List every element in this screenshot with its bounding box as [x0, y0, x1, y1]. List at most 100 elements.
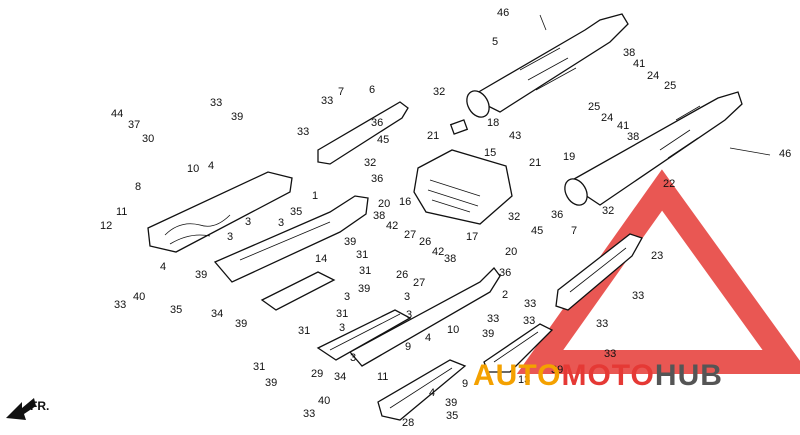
callout-3: 3: [245, 216, 251, 228]
callout-37: 37: [128, 119, 140, 131]
callout-40: 40: [318, 395, 330, 407]
callout-24: 24: [601, 112, 613, 124]
callout-32: 32: [508, 211, 520, 223]
callout-24: 24: [647, 70, 659, 82]
heat-shield-right: [483, 233, 643, 373]
callout-22: 22: [663, 178, 675, 190]
callout-41: 41: [617, 120, 629, 132]
callout-3: 3: [350, 352, 356, 364]
callout-33: 33: [321, 95, 333, 107]
callout-6: 6: [369, 84, 375, 96]
svg-text:AUTOMOTOHUB: AUTOMOTOHUB: [473, 359, 723, 392]
heat-shield-lower: [316, 309, 467, 421]
callout-13: 13: [518, 374, 530, 386]
callout-28: 28: [402, 417, 414, 429]
watermark-word-moto: MOTO: [561, 359, 654, 392]
callout-17: 17: [466, 231, 478, 243]
callout-9: 9: [405, 341, 411, 353]
callout-25: 25: [664, 80, 676, 92]
callout-12: 12: [100, 220, 112, 232]
callout-44: 44: [111, 108, 123, 120]
callout-42: 42: [432, 246, 444, 258]
callout-18: 18: [487, 117, 499, 129]
callout-3: 3: [344, 291, 350, 303]
callout-45: 45: [531, 225, 543, 237]
callout-3: 3: [404, 291, 410, 303]
callout-39: 39: [551, 364, 563, 376]
callout-33: 33: [632, 290, 644, 302]
muffler-upper: [466, 13, 629, 118]
callout-39: 39: [235, 318, 247, 330]
callout-1: 1: [312, 190, 318, 202]
callout-34: 34: [334, 371, 346, 383]
callout-16: 16: [399, 196, 411, 208]
callout-21: 21: [529, 157, 541, 169]
callout-36: 36: [371, 117, 383, 129]
callout-40: 40: [133, 291, 145, 303]
watermark-wordmark: AUTOMOTOHUB: [473, 359, 723, 392]
callout-38: 38: [373, 210, 385, 222]
callout-11: 11: [116, 206, 127, 218]
callout-39: 39: [344, 236, 356, 248]
callout-38: 38: [623, 47, 635, 59]
callout-36: 36: [551, 209, 563, 221]
callout-29: 29: [311, 368, 323, 380]
callout-4: 4: [429, 387, 435, 399]
callout-41: 41: [633, 58, 645, 70]
callout-33: 33: [604, 348, 616, 360]
callout-35: 35: [446, 410, 458, 422]
callout-4: 4: [425, 332, 431, 344]
callout-8: 8: [135, 181, 141, 193]
callout-31: 31: [359, 265, 371, 277]
callout-46: 46: [779, 148, 791, 160]
heat-shield-left: [147, 171, 293, 253]
watermark-word-hub: HUB: [655, 359, 723, 392]
callout-46: 46: [497, 7, 509, 19]
callout-36: 36: [499, 267, 511, 279]
callout-42: 42: [386, 220, 398, 232]
callout-15: 15: [484, 147, 496, 159]
callout-33: 33: [303, 408, 315, 420]
callout-2: 2: [502, 289, 508, 301]
callout-11: 11: [377, 371, 388, 383]
callout-39: 39: [482, 328, 494, 340]
callout-39: 39: [265, 377, 277, 389]
callout-4: 4: [160, 261, 166, 273]
callout-43: 43: [509, 130, 521, 142]
callout-31: 31: [356, 249, 368, 261]
watermark-word-auto: AUTO: [473, 359, 561, 392]
callout-23: 23: [651, 250, 663, 262]
callout-19: 19: [563, 151, 575, 163]
callout-32: 32: [602, 205, 614, 217]
bracket-upper: [317, 101, 409, 165]
callout-7: 7: [338, 86, 344, 98]
callout-32: 32: [433, 86, 445, 98]
callout-27: 27: [413, 277, 425, 289]
callout-4: 4: [208, 160, 214, 172]
callout-38: 38: [444, 253, 456, 265]
callout-10: 10: [447, 324, 459, 336]
callout-27: 27: [404, 229, 416, 241]
callout-7: 7: [571, 225, 577, 237]
callout-33: 33: [596, 318, 608, 330]
muffler-lower: [564, 91, 771, 206]
exhaust-pipe-1: [213, 195, 369, 283]
callout-39: 39: [445, 397, 457, 409]
callout-3: 3: [339, 322, 345, 334]
callout-3: 3: [227, 231, 233, 243]
callout-9: 9: [462, 378, 468, 390]
callout-39: 39: [231, 111, 243, 123]
callout-34: 34: [211, 308, 223, 320]
callout-25: 25: [588, 101, 600, 113]
callout-33: 33: [297, 126, 309, 138]
callout-26: 26: [396, 269, 408, 281]
callout-20: 20: [505, 246, 517, 258]
callout-33: 33: [210, 97, 222, 109]
callout-33: 33: [524, 298, 536, 310]
callout-31: 31: [253, 361, 265, 373]
callout-39: 39: [358, 283, 370, 295]
callout-35: 35: [290, 206, 302, 218]
front-direction-label: FR.: [30, 399, 49, 413]
